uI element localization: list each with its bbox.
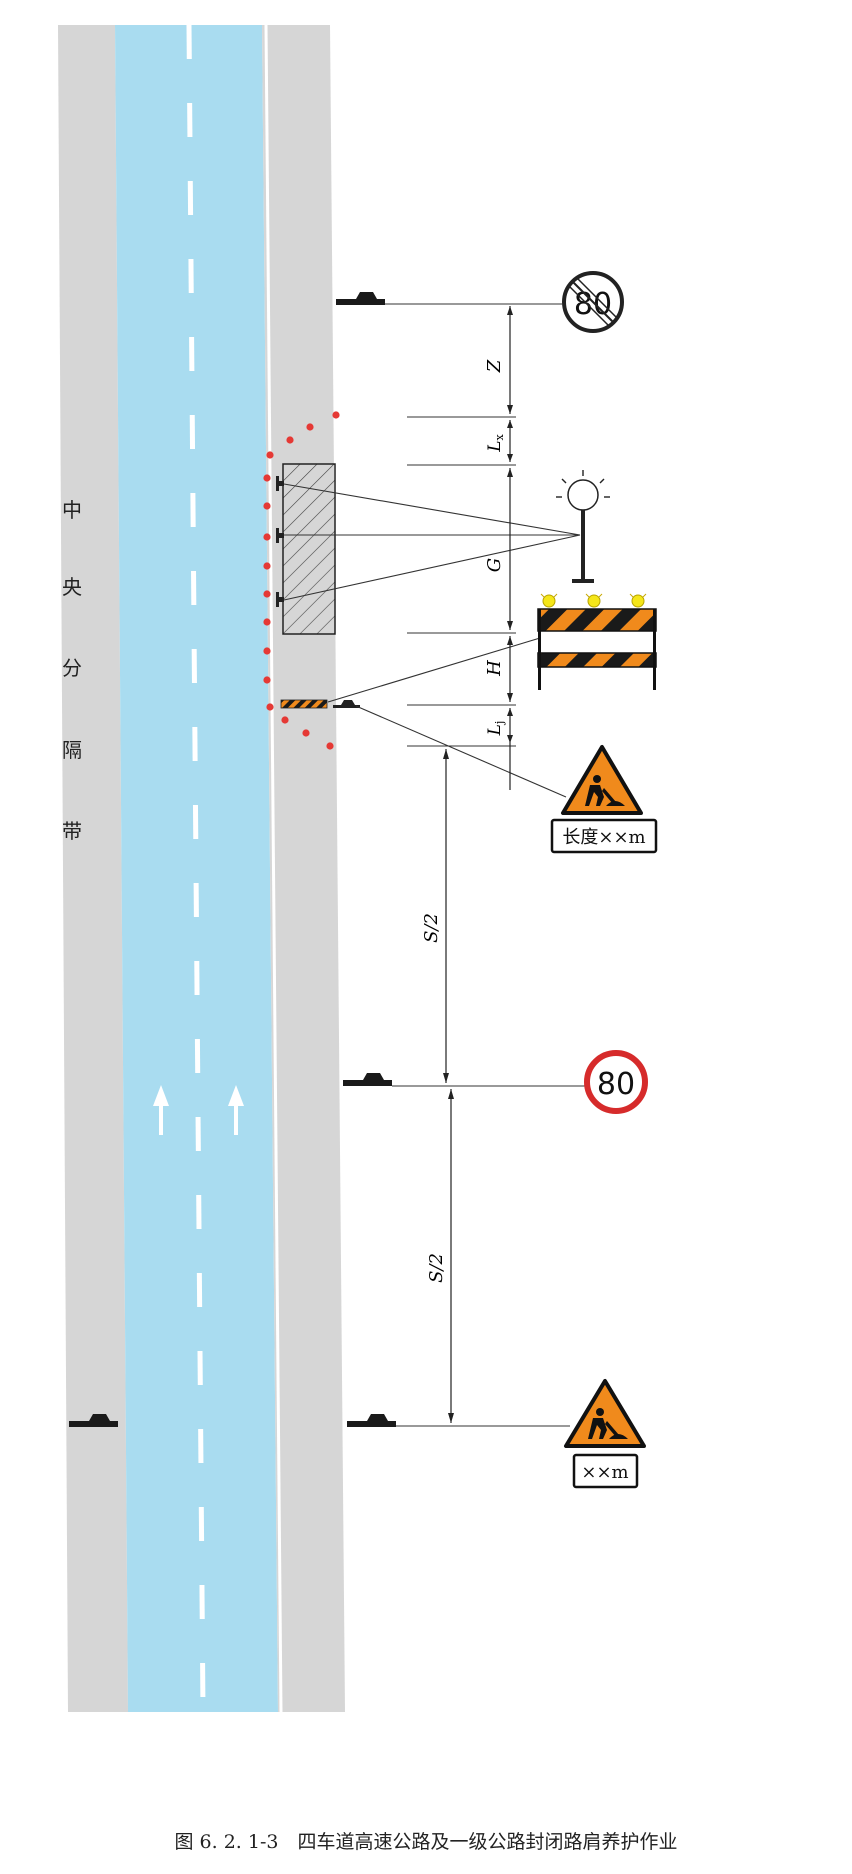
leader-line [327,637,541,703]
leader-lines [283,303,585,1427]
lane-divider-dashes [186,24,206,1698]
work-zone [276,463,360,709]
median-char: 带 [62,819,82,843]
dim-label-g: G [484,558,505,572]
worker-icon [585,775,625,806]
length-plate: 长度××m [550,818,658,854]
traffic-cone [332,411,340,419]
sign-stand [343,1073,392,1086]
speed-limit-sign: 80 [584,1050,648,1114]
end-speed-limit-sign: 80 [562,271,624,333]
road-work-sign [561,745,643,815]
distance-plate: ××m [572,1453,639,1489]
traffic-cones [263,411,340,750]
traffic-lanes [115,25,278,1712]
right-shoulder [262,25,345,1712]
sign-stand [336,292,385,305]
warning-lamp-mount [276,592,284,607]
median-char: 央 [62,575,82,599]
distance-plate-text: ××m [581,1462,628,1483]
dim-label-h: H [484,660,505,677]
barrier-base [333,700,360,708]
lane-arrow-left [153,1085,169,1135]
lane-arrow-right [228,1085,244,1135]
flashing-light-icon [556,470,610,583]
speed-limit-value: 80 [597,1067,635,1102]
sign-stands [69,292,396,1427]
dimension-labels: Z Lx G H Lj S/2 S/2 [421,359,506,1283]
sign-stand [347,1414,396,1427]
worker-icon [588,1408,628,1439]
lamp-icon [542,594,556,608]
dim-label-lj: Lj [485,721,506,737]
work-area-hatched [282,463,336,635]
leader-line [283,534,581,601]
traffic-cone [306,423,314,431]
median-label: 中 央 分 隔 带 [62,498,82,843]
speed-limit-value: 80 [574,287,612,322]
length-plate-text: 长度××m [562,827,645,848]
dim-label-z: Z [484,359,505,373]
traffic-cone [263,502,271,510]
traffic-cone [263,474,271,482]
figure-caption: 图 6. 2. 1-3 四车道高速公路及一级公路封闭路肩养护作业 [175,1831,678,1853]
lamp-icon [587,594,601,608]
sign-stand [69,1414,118,1427]
dim-label-lx: Lx [485,433,506,452]
lamp-icon [631,594,645,608]
median-char: 隔 [62,738,82,762]
median-char: 中 [62,498,82,522]
edge-line [264,24,283,1713]
dim-arrow [507,708,513,743]
traffic-cone [263,590,271,598]
median-char: 分 [62,656,82,680]
traffic-cone [263,676,271,684]
traffic-cone [286,436,294,444]
leader-line [283,483,581,536]
traffic-cone [266,451,274,459]
median-strip [58,25,128,1712]
traffic-cone [263,533,271,541]
traffic-cone [263,562,271,570]
traffic-cone [302,729,310,737]
traffic-cone [281,716,289,724]
traffic-cone [266,703,274,711]
traffic-cone [326,742,334,750]
small-barrier [280,699,328,709]
dimension-lines [407,306,516,1423]
traffic-cone [263,618,271,626]
warning-lamp-mount [276,528,284,543]
leader-line [355,705,567,798]
barricade-icon [537,593,657,690]
warning-lamp-mount [276,476,284,491]
traffic-cone [263,647,271,655]
dim-label-s-half: S/2 [426,1253,447,1283]
dim-label-s-half: S/2 [421,913,442,943]
road-work-sign [564,1379,646,1448]
roadway [58,24,345,1713]
